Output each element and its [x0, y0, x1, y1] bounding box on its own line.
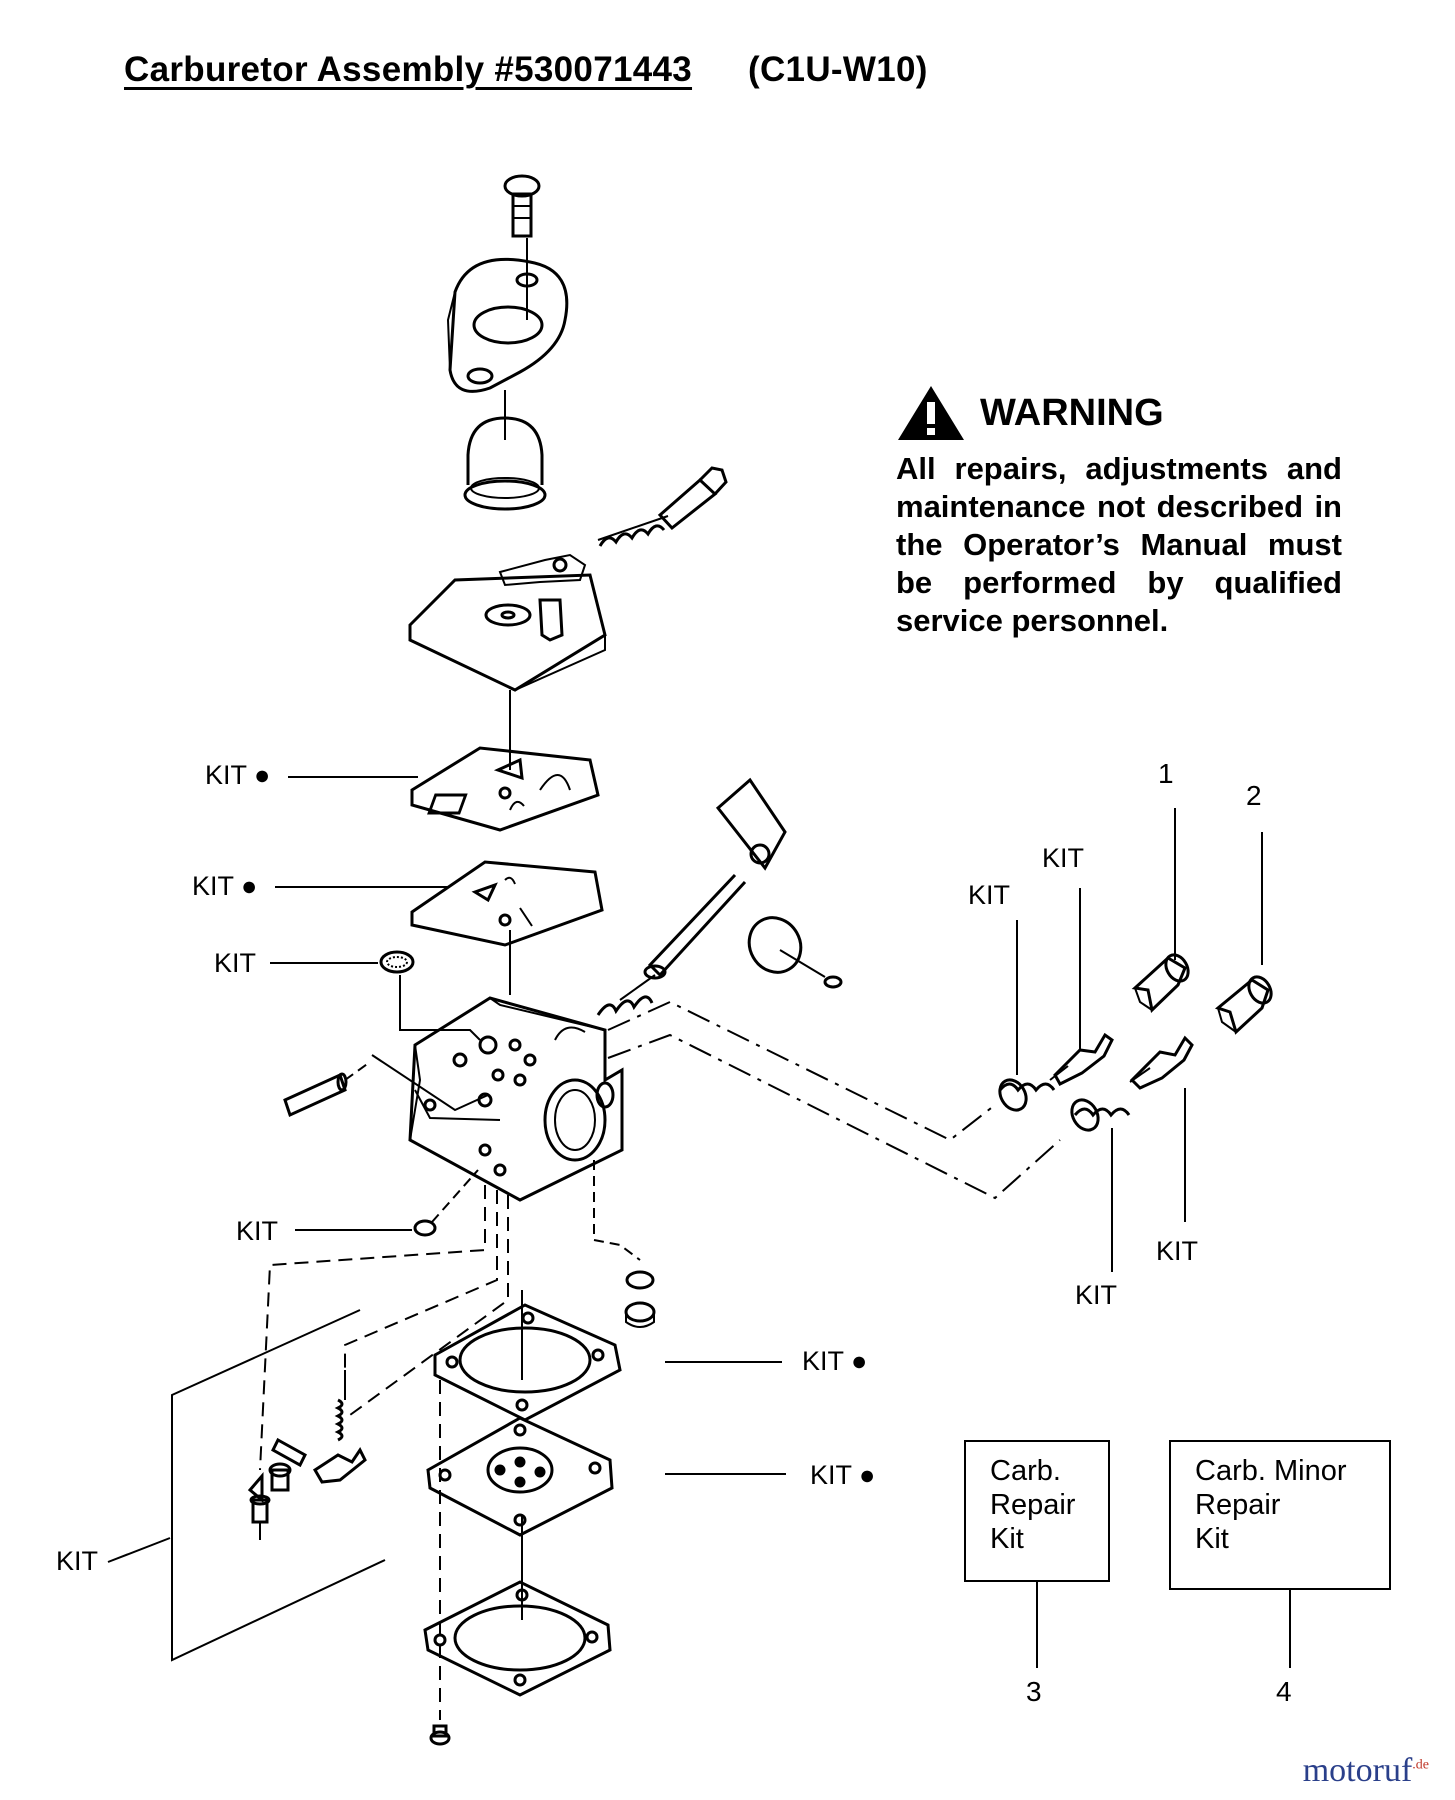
warning-triangle-icon: [898, 386, 964, 440]
top-screw: [503, 174, 541, 238]
kit-label: KIT: [56, 1546, 99, 1576]
primer-bulb: [463, 416, 547, 511]
kit-label: KIT ●: [192, 871, 258, 901]
adjust-needle-high: [1049, 1032, 1114, 1086]
pivot-pin: [283, 1061, 371, 1118]
warning-text: All repairs, adjustments and maintenance…: [896, 451, 1342, 638]
warning-header: WARNING: [896, 384, 1342, 442]
throttle-spring: [596, 974, 656, 1016]
lever-pin: [271, 1437, 307, 1468]
callout-4: 4: [1276, 1676, 1292, 1707]
dashed-leader-2: [344, 1190, 498, 1400]
dashdot-line-lower: [607, 1033, 1061, 1200]
kit-label: KIT ●: [205, 760, 271, 790]
adjust-needle-low: [1129, 1035, 1194, 1090]
leader-body-low: [414, 1089, 501, 1121]
warning-notice: WARNING All repairs, adjustments and mai…: [896, 384, 1342, 640]
inlet-needle: [247, 1471, 271, 1540]
warning-heading: WARNING: [980, 391, 1164, 434]
flange-plate: [446, 257, 569, 393]
adjust-spring-low: [1070, 1098, 1131, 1132]
watermark: motoruf.de: [1303, 1752, 1429, 1790]
leader-kit-bracket: [107, 1537, 171, 1563]
page-title: Carburetor Assembly #530071443 (C1U-W10): [124, 50, 928, 90]
box-line: Carb.: [990, 1455, 1061, 1487]
throttle-shaft: [643, 777, 787, 980]
kit-label: KIT: [236, 1216, 279, 1246]
box-line: Kit: [1195, 1523, 1229, 1555]
kit-label: KIT: [968, 880, 1011, 910]
callout-3: 3: [1026, 1676, 1042, 1707]
needle-screw-spring: [597, 466, 728, 547]
lower-screen-cap: [593, 1160, 656, 1328]
kit-label: KIT: [1075, 1280, 1118, 1310]
assembly-title: Carburetor Assembly #530071443: [124, 50, 693, 89]
metering-gasket: [433, 1303, 622, 1422]
box-line: Carb. Minor: [1195, 1455, 1347, 1487]
callout-2: 2: [1246, 780, 1262, 811]
box-line: Kit: [990, 1523, 1024, 1555]
watermark-suffix: .de: [1412, 1757, 1429, 1773]
kit-bracket: [171, 1309, 386, 1662]
model-code: (C1U-W10): [748, 50, 928, 89]
throttle-valve-disc: [747, 916, 843, 989]
box-line: Repair: [1195, 1489, 1281, 1521]
cover-screw: [429, 1724, 451, 1746]
carb-repair-kit-box: Carb. Repair Kit: [964, 1440, 1110, 1582]
kit-label: KIT: [1156, 1236, 1199, 1266]
metering-lever: [312, 1447, 367, 1484]
box-line: Repair: [990, 1489, 1076, 1521]
kit-label: KIT ●: [810, 1460, 876, 1490]
pump-gasket: [410, 746, 600, 832]
limiter-cap-2: [1214, 975, 1273, 1035]
dashed-leader-1: [259, 1185, 486, 1471]
limiter-cap-1: [1131, 953, 1190, 1013]
metering-diaphragm: [426, 1416, 614, 1537]
metering-cover: [423, 1580, 612, 1697]
kit-label: KIT ●: [802, 1346, 868, 1376]
metering-spring: [334, 1370, 346, 1442]
lever-screw: [268, 1462, 292, 1492]
pump-diaphragm: [410, 860, 604, 947]
adjust-spring-high: [998, 1078, 1056, 1112]
dashed-leader-3: [349, 1195, 509, 1416]
carburetor-body: [408, 996, 624, 1202]
inlet-screen: [379, 950, 481, 1041]
kit-label: KIT: [214, 948, 257, 978]
pump-cover: [408, 553, 607, 692]
carb-minor-repair-kit-box: Carb. Minor Repair Kit: [1169, 1440, 1391, 1590]
callout-1: 1: [1158, 758, 1174, 789]
leader-body-left: [371, 1054, 489, 1112]
dashdot-line-upper: [607, 1000, 996, 1142]
small-washer: [413, 1169, 479, 1237]
watermark-text: motoruf: [1302, 1752, 1413, 1789]
kit-label: KIT: [1042, 843, 1085, 873]
